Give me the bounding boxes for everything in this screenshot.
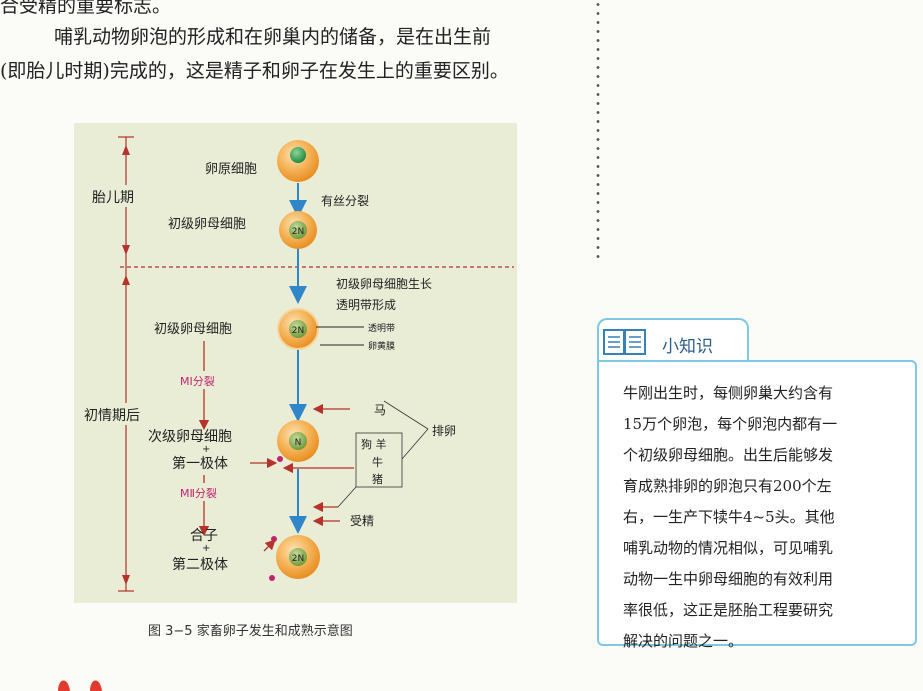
label-pig: 猪 xyxy=(372,473,383,486)
label-growth-2: 透明带形成 xyxy=(336,298,396,312)
decorative-marks xyxy=(58,680,102,691)
label-puberty: 初情期后 xyxy=(84,407,140,424)
secondary-oocyte-cell: N xyxy=(277,420,319,462)
label-plus-1: + xyxy=(202,444,210,455)
label-yolk: 卵黄膜 xyxy=(368,340,395,352)
label-ovulation: 排卵 xyxy=(432,424,456,438)
label-first-polar-body: 第一极体 xyxy=(172,455,228,472)
ploidy-label: 2N xyxy=(292,326,304,336)
label-second-polar-body: 第二极体 xyxy=(172,556,228,573)
tip-title: 小知识 xyxy=(662,337,713,357)
dotted-divider xyxy=(596,0,600,262)
label-dog-sheep: 狗 羊 xyxy=(361,437,387,451)
label-meiosis1: MⅠ分裂 xyxy=(180,375,215,388)
label-growth-1: 初级卵母细胞生长 xyxy=(336,277,432,291)
label-zygote: 合子 xyxy=(190,528,218,544)
tip-line: 育成熟排卵的卵泡只有200个左 xyxy=(623,477,832,495)
label-primary-oocyte-1: 初级卵母细胞 xyxy=(168,217,246,232)
book-icon xyxy=(603,329,646,355)
tip-line: 解决的问题之一。 xyxy=(623,632,744,650)
label-plus-2: + xyxy=(202,543,210,554)
label-primary-oocyte-2: 初级卵母细胞 xyxy=(154,322,232,337)
tip-line: 率很低，这正是胚胎工程要研究 xyxy=(623,601,834,619)
tip-line: 个初级卵母细胞。出生后能够发 xyxy=(623,446,834,464)
tip-line: 15万个卵泡，每个卵泡内都有一 xyxy=(623,415,838,433)
text-line-2: (即胎儿时期)完成的，这是精子和卵子在发生上的重要区别。 xyxy=(0,60,509,82)
label-secondary-oocyte: 次级卵母细胞 xyxy=(148,429,232,445)
label-oogonium: 卵原细胞 xyxy=(205,162,257,177)
label-cow: 牛 xyxy=(372,455,383,469)
zygote-cell: 2N xyxy=(269,535,320,581)
label-zona: 透明带 xyxy=(368,323,395,334)
ploidy-label: 2N xyxy=(292,554,304,564)
label-fetal: 胎儿期 xyxy=(92,190,134,206)
primary-oocyte-grown-cell: 2N xyxy=(277,308,319,350)
tip-line: 动物一生中卵母细胞的有效利用 xyxy=(623,570,834,588)
tip-line: 哺乳动物的情况相似，可见哺乳 xyxy=(623,539,834,557)
oogenesis-figure: 胎儿期 初情期后 卵原细胞 有丝分裂 2N 初级卵母细胞 初级卵母细胞生长 透明… xyxy=(74,123,517,603)
primary-oocyte-cell: 2N xyxy=(279,211,317,249)
label-meiosis2: MⅡ分裂 xyxy=(180,487,217,500)
period-bracket xyxy=(118,136,134,592)
tip-body: 牛刚出生时，每侧卵巢大约含有 15万个卵泡，每个卵泡内都有一 个初级卵母细胞。出… xyxy=(623,378,899,657)
text-line-1: 哺乳动物卵泡的形成和在卵巢内的储备，是在出生前 xyxy=(54,26,492,48)
ploidy-label: 2N xyxy=(292,227,304,237)
tip-box xyxy=(597,360,917,646)
oogenesis-diagram: 胎儿期 初情期后 卵原细胞 有丝分裂 2N 初级卵母细胞 初级卵母细胞生长 透明… xyxy=(82,136,514,592)
figure-caption: 图 3−5 家畜卵子发生和成熟示意图 xyxy=(148,624,353,639)
ploidy-label: N xyxy=(295,438,302,448)
oogonium-cell xyxy=(277,140,319,182)
label-fertilization: 受精 xyxy=(350,514,374,528)
text-line-partial: 合受精的重要标志。 xyxy=(0,0,172,17)
tip-line: 右，一生产下犊牛4~5头。其他 xyxy=(623,508,835,526)
label-mitosis: 有丝分裂 xyxy=(321,194,369,208)
label-horse: 马 xyxy=(374,403,386,417)
tip-line: 牛刚出生时，每侧卵巢大约含有 xyxy=(623,384,834,402)
